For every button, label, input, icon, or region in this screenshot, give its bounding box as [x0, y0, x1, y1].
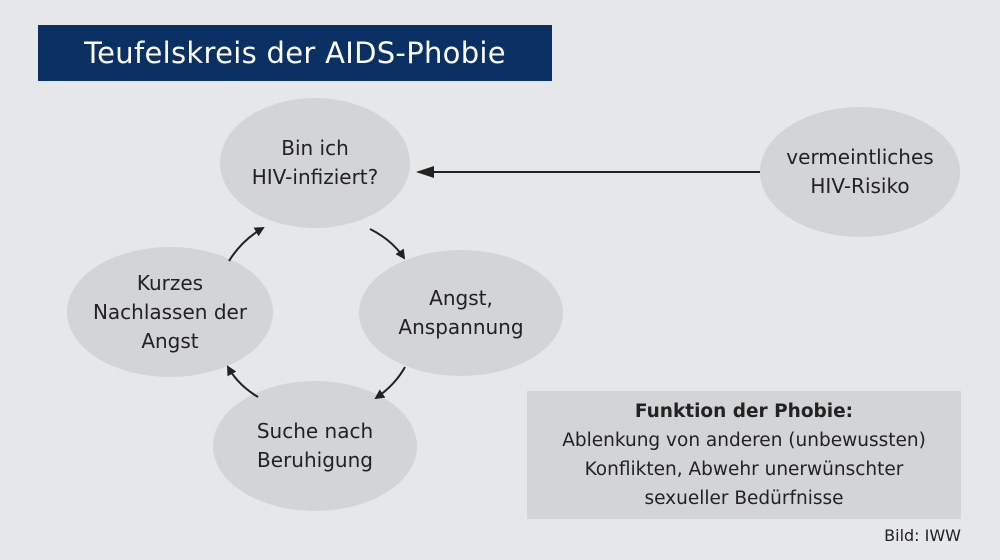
node-risk: vermeintliches HIV-Risiko: [786, 145, 934, 198]
node-relief: Kurzes Nachlassen der Angst: [92, 270, 248, 353]
function-box: Funktion der Phobie: Ablenkung von ander…: [527, 391, 961, 519]
function-line: Konflikten, Abwehr unerwünschter: [584, 459, 904, 480]
function-heading: Funktion der Phobie:: [634, 401, 854, 422]
arrow-infected-to-anxiety: [369, 228, 406, 260]
node-anxiety: Angst, Anspannung: [398, 286, 524, 339]
arrow-relief-to-infected: [228, 227, 265, 262]
ellipse-anxiety: [359, 250, 563, 376]
node-infected: Bin ich HIV-infiziert?: [251, 136, 379, 189]
arrow-anxiety-to-reassurance: [374, 366, 406, 400]
diagram-title: Teufelskreis der AIDS-Phobie: [38, 25, 552, 81]
arrow-reassurance-to-relief: [227, 365, 259, 398]
node-reassurance: Suche nach Beruhigung: [256, 419, 374, 472]
image-credit: Bild: IWW: [884, 526, 961, 545]
function-line: Ablenkung von anderen (unbewussten): [562, 430, 926, 451]
function-line: sexueller Bedürfnisse: [644, 488, 844, 509]
ellipse-risk: [760, 107, 960, 237]
ellipse-infected: [220, 98, 410, 228]
ellipse-reassurance: [213, 381, 417, 511]
ellipse-relief: [67, 247, 273, 377]
